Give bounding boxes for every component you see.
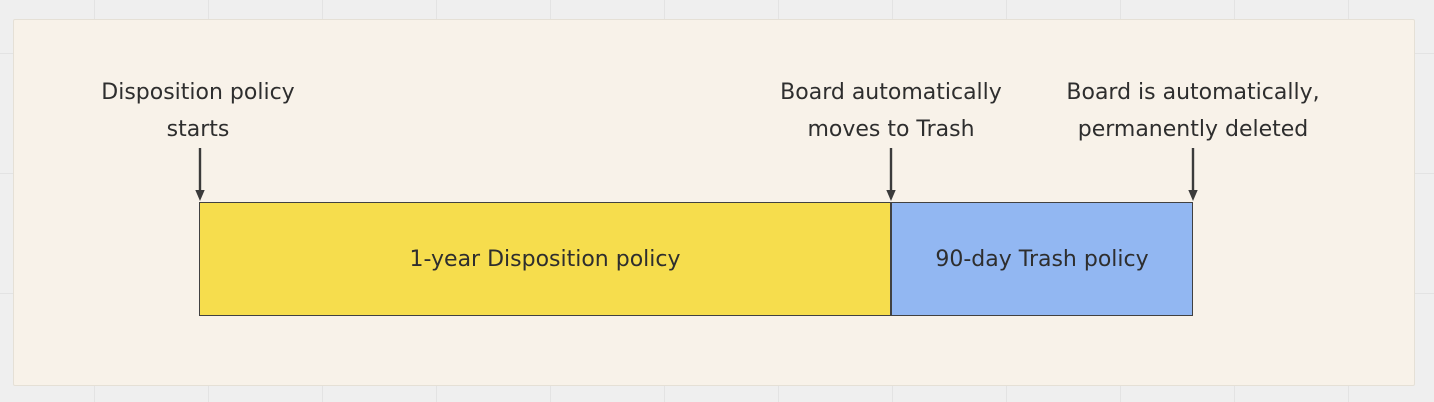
annotation-disposition-starts: Disposition policy starts [101,80,295,142]
down-arrow-icon [1188,148,1198,201]
bar-disposition-policy-label: 1-year Disposition policy [409,246,681,272]
down-arrow-icon [195,148,205,201]
down-arrow-icon [886,148,896,201]
annotation-permanently-deleted: Board is automatically, permanently dele… [1066,80,1320,142]
bar-disposition-policy: 1-year Disposition policy [199,202,891,316]
diagram-panel: Disposition policy starts Board automati… [13,19,1415,386]
annotation-moves-to-trash: Board automatically moves to Trash [780,80,1002,142]
bar-trash-policy: 90-day Trash policy [891,202,1193,316]
bar-trash-policy-label: 90-day Trash policy [935,246,1149,272]
